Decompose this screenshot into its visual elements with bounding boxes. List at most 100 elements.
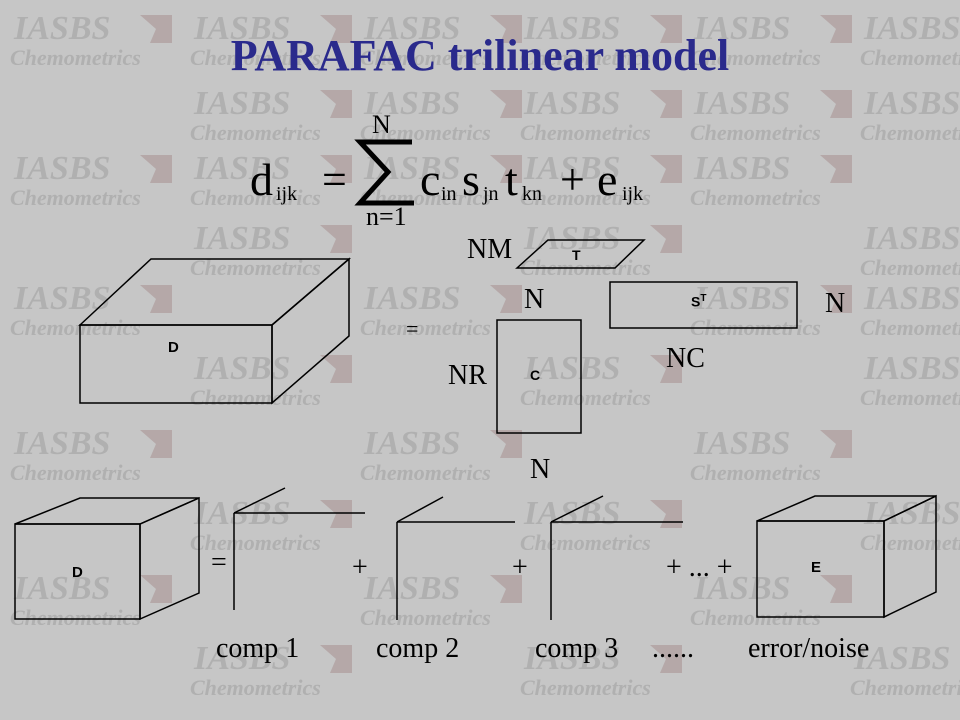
watermark-line-2: Chemometrics bbox=[520, 120, 651, 145]
caption-comp-1: comp 1 bbox=[216, 633, 300, 664]
watermark-flag-icon bbox=[650, 355, 682, 383]
watermark-line-1: IASBS bbox=[853, 640, 950, 677]
watermark-line-1: IASBS bbox=[693, 570, 790, 607]
n-label-top: N bbox=[524, 284, 545, 315]
component-1 bbox=[233, 487, 365, 610]
watermark-flag-icon bbox=[490, 430, 522, 458]
caption-comp-2: comp 2 bbox=[376, 633, 460, 664]
watermark-line-2: Chemometrics bbox=[860, 385, 960, 410]
eq-sum-top: N bbox=[372, 110, 391, 139]
watermark-line-2: Chemometrics bbox=[190, 120, 321, 145]
watermark-line-1: IASBS bbox=[863, 85, 960, 122]
watermark-line-2: Chemometrics bbox=[360, 460, 491, 485]
watermark-line-1: IASBS bbox=[13, 570, 110, 607]
watermark-flag-icon bbox=[320, 225, 352, 253]
watermark-line-2: Chemometrics bbox=[190, 185, 321, 210]
bottom-equals: = bbox=[211, 547, 227, 578]
component-3 bbox=[550, 495, 683, 620]
watermark-flag-icon bbox=[490, 155, 522, 183]
watermark-flag-icon bbox=[650, 645, 682, 673]
watermark-line-1: IASBS bbox=[363, 85, 460, 122]
watermark-line-2: Chemometrics bbox=[860, 45, 960, 70]
watermark-flag-icon bbox=[320, 90, 352, 118]
t-matrix-shape bbox=[515, 239, 646, 269]
top-equals: = bbox=[406, 316, 419, 341]
watermark-flag-icon bbox=[650, 225, 682, 253]
watermark-line-2: Chemometrics bbox=[10, 605, 141, 630]
nm-label: NM bbox=[467, 234, 513, 265]
watermark-line-1: IASBS bbox=[693, 10, 790, 47]
watermark-line-1: IASBS bbox=[363, 425, 460, 462]
watermark-line-1: IASBS bbox=[363, 570, 460, 607]
watermark-flag-icon bbox=[320, 155, 352, 183]
watermark-line-1: IASBS bbox=[13, 10, 110, 47]
watermark-flag-icon bbox=[490, 90, 522, 118]
watermark-line-2: Chemometrics bbox=[360, 605, 491, 630]
watermark-line-2: Chemometrics bbox=[860, 530, 960, 555]
eq-plus: + bbox=[560, 155, 585, 204]
watermark-line-1: IASBS bbox=[523, 220, 620, 257]
watermark-flag-icon bbox=[650, 500, 682, 528]
sigma-symbol bbox=[354, 139, 414, 206]
eq-t-sub: kn bbox=[522, 183, 542, 205]
st-matrix-shape bbox=[609, 281, 798, 329]
watermark-line-2: Chemometrics bbox=[190, 530, 321, 555]
watermark-line-1: IASBS bbox=[193, 150, 290, 187]
watermark-line-2: Chemometrics bbox=[860, 255, 960, 280]
watermark-line-1: IASBS bbox=[13, 425, 110, 462]
watermark-flag-icon bbox=[320, 355, 352, 383]
watermark-line-2: Chemometrics bbox=[190, 675, 321, 700]
watermark-line-2: Chemometrics bbox=[690, 185, 821, 210]
watermark-line-2: Chemometrics bbox=[520, 45, 651, 70]
bottom-cube-label: D bbox=[72, 564, 83, 581]
watermark-line-1: IASBS bbox=[863, 220, 960, 257]
plus-1: + bbox=[352, 552, 368, 583]
watermark-flag-icon bbox=[820, 15, 852, 43]
watermark-line-2: Chemometrics bbox=[190, 385, 321, 410]
watermark-flag-icon bbox=[490, 575, 522, 603]
watermark-line-2: Chemometrics bbox=[520, 675, 651, 700]
t-label: T bbox=[572, 247, 581, 263]
watermark-line-2: Chemometrics bbox=[850, 675, 960, 700]
watermark-line-1: IASBS bbox=[863, 350, 960, 387]
watermark-flag-icon bbox=[140, 155, 172, 183]
watermark-flag-icon bbox=[140, 575, 172, 603]
watermark-flag-icon bbox=[820, 155, 852, 183]
watermark-line-2: Chemometrics bbox=[690, 460, 821, 485]
top-cube-label: D bbox=[168, 339, 179, 356]
slide-title: PARAFAC trilinear model bbox=[230, 31, 730, 80]
watermark-line-1: IASBS bbox=[193, 10, 290, 47]
error-cube bbox=[756, 494, 937, 619]
watermark-line-1: IASBS bbox=[693, 85, 790, 122]
watermark-line-2: Chemometrics bbox=[860, 315, 960, 340]
eq-lhs-sub: ijk bbox=[276, 183, 297, 205]
watermark-line-1: IASBS bbox=[693, 150, 790, 187]
eq-e-sub: ijk bbox=[622, 183, 643, 205]
eq-c-sub: in bbox=[441, 183, 457, 205]
watermark-flag-icon bbox=[320, 500, 352, 528]
watermark-flag-icon bbox=[140, 430, 172, 458]
error-cube-label: E bbox=[811, 559, 822, 576]
plus-2: + bbox=[512, 552, 528, 583]
watermark-line-2: Chemometrics bbox=[860, 120, 960, 145]
eq-s-sub: jn bbox=[482, 183, 499, 205]
